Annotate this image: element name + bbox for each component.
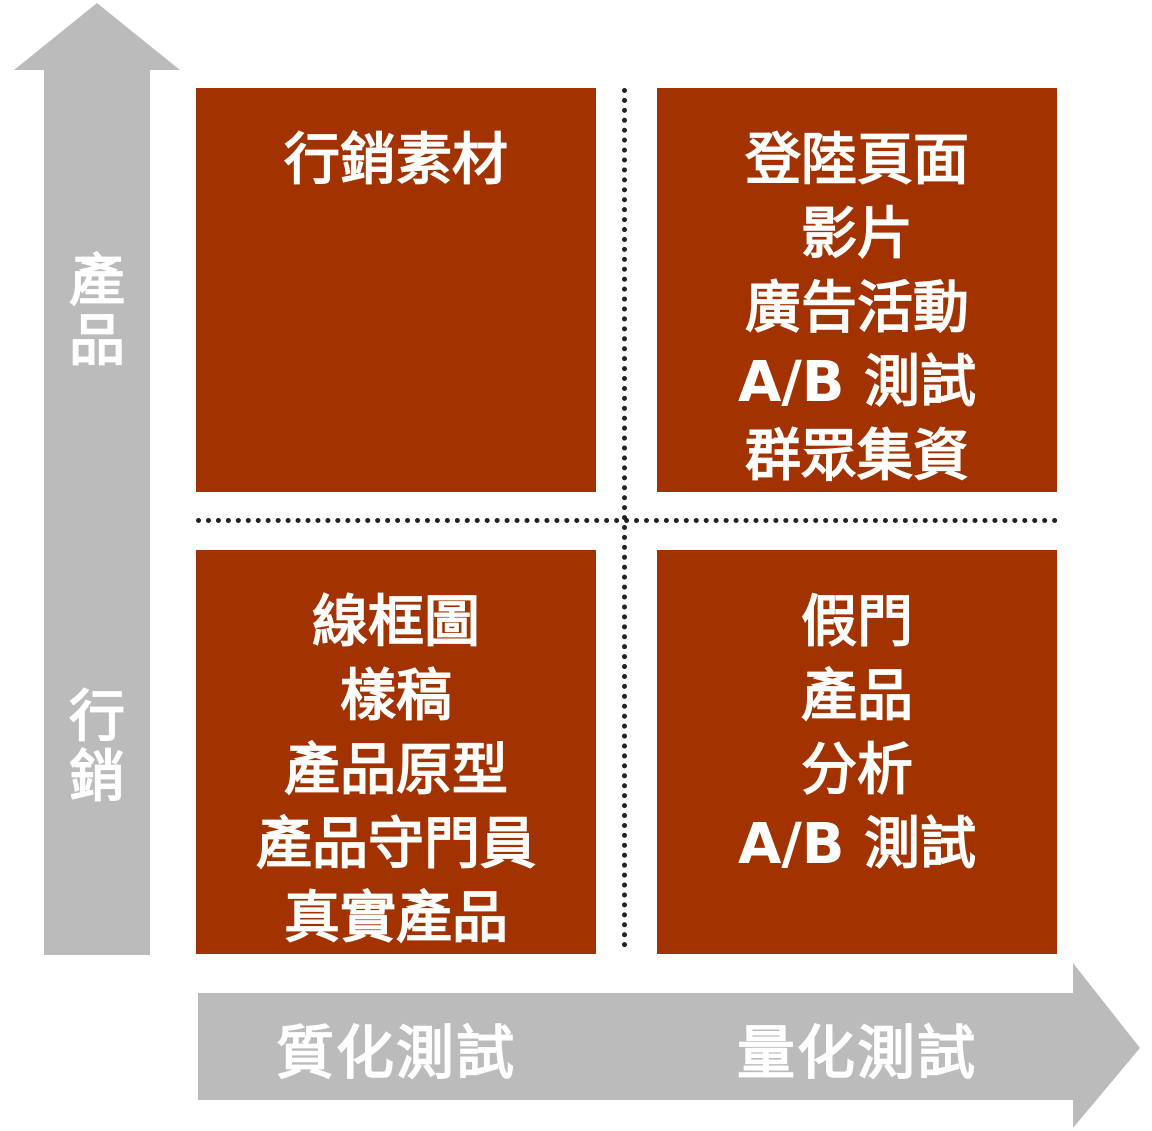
quadrant-item: 線框圖 xyxy=(312,590,480,655)
quadrant-item: 群眾集資 xyxy=(745,424,969,489)
quadrant-item: 影片 xyxy=(801,202,913,267)
quadrant-top-left: 行銷素材 xyxy=(196,88,596,492)
quadrant-bottom-left: 線框圖 樣稿 產品原型 產品守門員 真實產品 xyxy=(196,550,596,954)
vertical-axis-top-label: 產 品 xyxy=(44,252,150,372)
quadrant-item: 廣告活動 xyxy=(745,276,969,341)
quadrant-item: 產品守門員 xyxy=(256,812,536,877)
vertical-axis-arrow xyxy=(14,3,180,955)
quadrant-item: 假門 xyxy=(801,590,913,655)
quadrant-bottom-right: 假門 產品 分析 A/B 測試 xyxy=(657,550,1057,954)
horizontal-axis-right-label: 量化測試 xyxy=(736,1019,977,1087)
vertical-axis-top-char: 品 xyxy=(69,309,125,374)
quadrant-item: 登陸頁面 xyxy=(745,128,969,193)
vertical-axis-bottom-char: 銷 xyxy=(69,745,125,810)
quadrant-item: A/B 測試 xyxy=(738,812,976,877)
horizontal-axis-left-label: 質化測試 xyxy=(275,1019,516,1087)
quadrant-item: 樣稿 xyxy=(340,664,452,729)
vertical-axis-bottom-label: 行 銷 xyxy=(44,688,150,808)
quadrant-item: 分析 xyxy=(801,738,913,803)
quadrant-item: A/B 測試 xyxy=(738,350,976,415)
quadrant-item: 產品 xyxy=(801,664,913,729)
horizontal-divider xyxy=(196,518,1058,523)
vertical-axis-top-char: 產 xyxy=(69,249,125,314)
quadrant-top-right: 登陸頁面 影片 廣告活動 A/B 測試 群眾集資 xyxy=(657,88,1057,492)
vertical-axis-bottom-char: 行 xyxy=(69,685,125,750)
quadrant-item: 行銷素材 xyxy=(284,128,508,193)
horizontal-axis-arrow xyxy=(198,963,1140,1128)
quadrant-item: 產品原型 xyxy=(284,738,508,803)
quadrant-item: 真實產品 xyxy=(284,886,508,951)
